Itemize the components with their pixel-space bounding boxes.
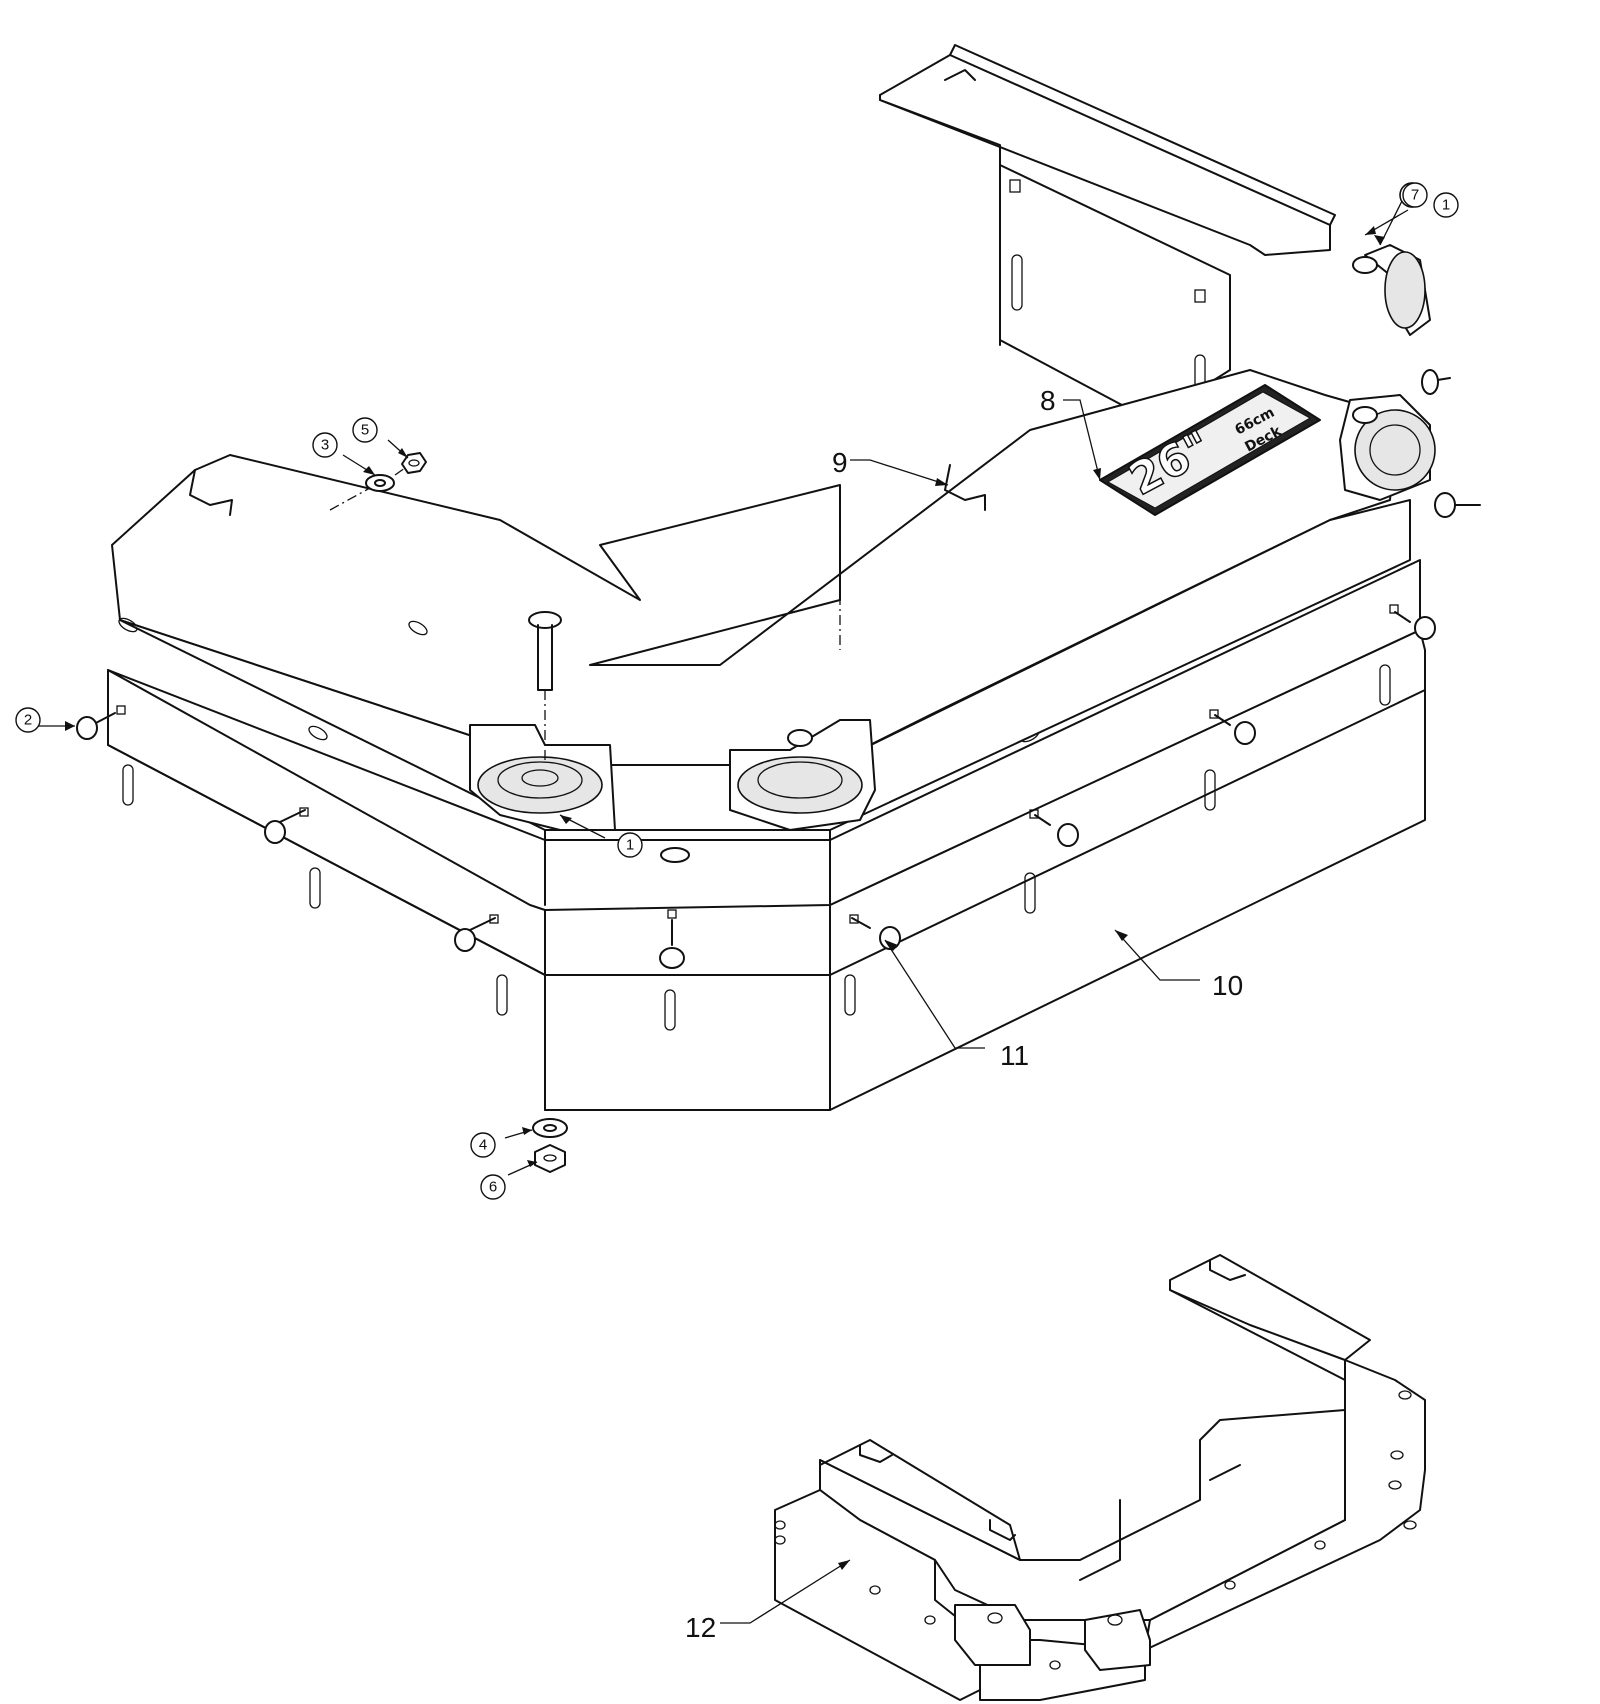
callout-1-rear-b: 1 bbox=[1442, 197, 1450, 214]
leader-lines bbox=[35, 184, 1411, 1624]
callout-9: 9 bbox=[832, 447, 848, 478]
callout-11: 11 bbox=[1000, 1040, 1029, 1071]
callout-2: 2 bbox=[24, 712, 32, 729]
callout-numbers: 8 9 10 11 12 bbox=[685, 385, 1243, 1643]
skirt-pins bbox=[264, 604, 1436, 969]
callout-circles: 1 1 1 2 3 4 5 6 7 bbox=[15, 182, 1459, 1200]
hardware bbox=[76, 452, 568, 1173]
top-plate bbox=[111, 44, 1400, 856]
callout-6: 6 bbox=[489, 1179, 497, 1196]
rollers bbox=[469, 244, 1481, 863]
callout-10: 10 bbox=[1212, 970, 1243, 1001]
deck-skirt bbox=[107, 499, 1436, 1111]
callout-4: 4 bbox=[479, 1137, 487, 1154]
callout-3: 3 bbox=[321, 437, 329, 454]
deck-size-plate: 26" 66cm Deck bbox=[1099, 384, 1321, 516]
callout-5: 5 bbox=[361, 422, 369, 439]
callout-8: 8 bbox=[1040, 385, 1056, 416]
lower-frame bbox=[774, 1254, 1426, 1701]
callout-7: 7 bbox=[1411, 187, 1419, 204]
callout-12: 12 bbox=[685, 1612, 716, 1643]
callout-1-front: 1 bbox=[626, 837, 634, 854]
